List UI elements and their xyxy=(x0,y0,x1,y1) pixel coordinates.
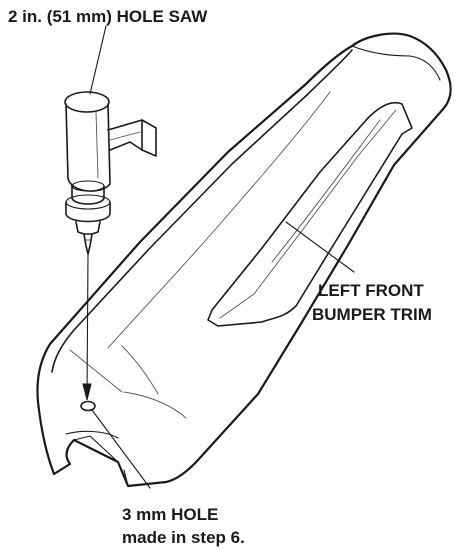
hole-saw-label: 2 in. (51 mm) HOLE SAW xyxy=(8,7,208,26)
alignment-line xyxy=(86,253,89,399)
hole-saw-leader xyxy=(89,25,107,95)
pilot-hole-3mm xyxy=(80,400,96,412)
leader-lines xyxy=(82,25,355,489)
trim-leader xyxy=(285,221,355,273)
hole-label-line2: made in step 6. xyxy=(122,528,245,547)
hole-label-line1: 3 mm HOLE xyxy=(122,505,218,524)
bumper-trim-part xyxy=(36,32,452,488)
hole-saw-tool xyxy=(64,91,157,255)
hole-leader xyxy=(91,409,151,489)
trim-label-line2: BUMPER TRIM xyxy=(312,305,432,324)
alignment-arrow xyxy=(82,383,92,401)
trim-label-line1: LEFT FRONT xyxy=(318,281,424,300)
